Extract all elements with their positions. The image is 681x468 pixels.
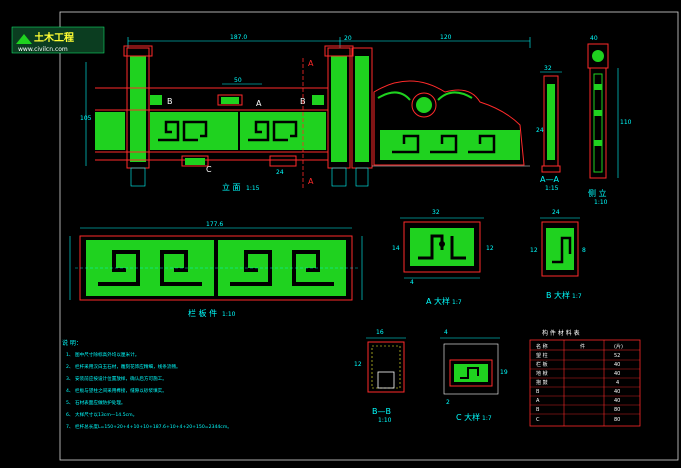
th-unit: 件	[580, 343, 585, 350]
notes-block: 说 明： 1、 图中尺寸除标高外均以厘米计。 2、 栏杆采用汉白玉石材，雕刻花饰…	[62, 339, 232, 430]
a-detail: 32 14 12 4 A 大样 1:7	[392, 209, 494, 306]
dim-mid-span: 50	[234, 77, 242, 84]
b-detail: 24 12 8 B 大样 1:7	[530, 209, 586, 300]
side-elevation: 40 110 侧 立 1:10	[587, 35, 632, 206]
side-scale: 1:10	[594, 199, 608, 206]
row-2-name: 栏 板	[536, 361, 548, 368]
aa-dim-32: 32	[544, 65, 552, 72]
bb-scale: 1:10	[378, 417, 392, 424]
aa-scale: 1:15	[545, 185, 559, 192]
mark-a-top: A	[308, 59, 314, 68]
b-dim-12: 12	[530, 247, 538, 254]
notes-header: 说 明：	[62, 339, 82, 347]
c-dim-4: 4	[444, 329, 448, 336]
panel-elevation: 177.6 栏 板 件 1:10	[69, 221, 363, 318]
row-6-name: A	[536, 398, 540, 404]
c-dim-19: 19	[500, 369, 508, 376]
b-detail-scale: 1:7	[572, 293, 582, 300]
row-2-count: 40	[614, 362, 620, 368]
a-dim-12: 12	[486, 245, 494, 252]
main-title: 立 面	[222, 182, 241, 192]
a-dim-14: 14	[392, 245, 400, 252]
row-1-count: 52	[614, 353, 620, 359]
dim-left-h: 105	[80, 115, 92, 122]
logo-url: www.civilcn.com	[18, 46, 68, 53]
row-8-name: C	[536, 417, 540, 423]
a-dim-32: 32	[432, 209, 440, 216]
b-dim-8: 8	[582, 247, 586, 254]
bb-title: B—B	[372, 407, 391, 416]
site-logo: 土木工程 www.civilcn.com	[11, 26, 105, 54]
row-7-count: 80	[614, 407, 620, 413]
mark-c: C	[206, 165, 212, 174]
aa-section: 32 24 A—A 1:15	[536, 65, 562, 192]
row-5-count: 40	[614, 389, 620, 395]
a-detail-scale: 1:7	[452, 299, 462, 306]
side-dim-40: 40	[590, 35, 598, 42]
logo-title: 土木工程	[34, 31, 74, 44]
row-8-count: 80	[614, 417, 620, 423]
b-dim-24: 24	[552, 209, 560, 216]
a-detail-title: A 大样	[426, 296, 450, 306]
a-dim-4: 4	[410, 279, 414, 286]
side-title: 侧 立	[588, 188, 607, 198]
bb-dim-12: 12	[354, 361, 362, 368]
note-2: 2、 栏杆采用汉白玉石材，雕刻花饰应精细，线条流畅。	[66, 363, 181, 370]
material-table: 构 件 材 料 表 名 称 件 (片) 望 柱 52 栏 板 40 地 栿 40…	[529, 329, 641, 427]
note-4: 4、 栏板与望柱之间采用榫接，缝隙以砂浆填实。	[66, 387, 167, 394]
row-5-name: B	[536, 389, 540, 395]
note-7: 7、 栏杆总长度L=150+20+4+10+10+187.6+10+4+20+1…	[66, 423, 232, 430]
c-detail: 4 19 2 C 大样 1:7	[440, 329, 508, 422]
row-4-count: 4	[616, 380, 619, 386]
outer-frame	[59, 11, 679, 461]
c-detail-title: C 大样	[456, 412, 480, 422]
c-detail-scale: 1:7	[482, 415, 492, 422]
panel-dim-w: 177.6	[206, 221, 223, 228]
note-5: 5、 石材表面应做防护处理。	[66, 399, 126, 406]
b-detail-title: B 大样	[546, 290, 570, 300]
row-4-name: 抱 鼓	[536, 379, 548, 386]
th-count: (片)	[614, 343, 623, 350]
bb-dim-16: 16	[376, 329, 384, 336]
dim-top-right: 120	[440, 34, 452, 41]
panel-scale: 1:10	[222, 311, 236, 318]
table-title: 构 件 材 料 表	[542, 329, 580, 337]
panel-title: 栏 板 件	[188, 308, 217, 318]
dim-detail-24: 24	[276, 169, 284, 176]
c-dim-2: 2	[446, 399, 450, 406]
mark-a: A	[256, 99, 262, 108]
dim-post-w: 20	[344, 35, 352, 42]
main-elevation: 187.0 120 20 50 105	[80, 34, 531, 192]
side-dim-110: 110	[620, 119, 632, 126]
row-6-count: 40	[614, 398, 620, 404]
th-name: 名 称	[536, 343, 548, 350]
mark-a-bottom: A	[308, 177, 314, 186]
note-3: 3、 安装前应按设计位置放样，确认后方可施工。	[66, 375, 167, 382]
aa-title: A—A	[540, 175, 559, 184]
row-7-name: B	[536, 407, 540, 413]
note-1: 1、 图中尺寸除标高外均以厘米计。	[66, 351, 139, 358]
note-6: 6、 大样尺寸以13cm—14.5cm。	[66, 411, 137, 418]
row-1-name: 望 柱	[536, 352, 548, 359]
mark-b-left: B	[167, 97, 173, 106]
dim-top-main: 187.0	[230, 34, 247, 41]
bb-section: 16 12 B—B 1:10	[354, 329, 406, 424]
main-scale: 1:15	[246, 185, 260, 192]
row-3-count: 40	[614, 371, 620, 377]
aa-dim-24: 24	[536, 127, 544, 134]
row-3-name: 地 栿	[536, 370, 548, 377]
